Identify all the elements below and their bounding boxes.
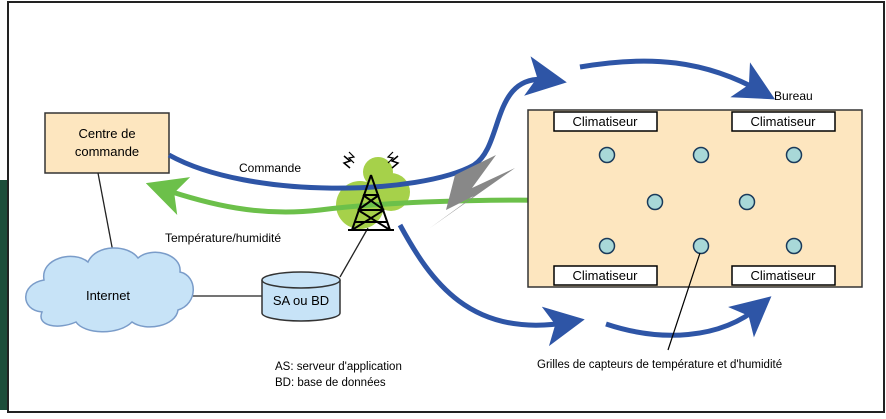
sensor-node [598, 237, 616, 255]
internet-cloud: Internet [25, 247, 194, 333]
air-conditioner-bottom-left: Climatiseur [553, 265, 658, 286]
left-edge-strip [0, 180, 8, 410]
ac-label: Climatiseur [750, 114, 816, 129]
command-arrow-upper-2 [579, 58, 776, 100]
antenna-tower-icon [342, 151, 400, 231]
sensor-node [785, 146, 803, 164]
command-arrow-lower-1 [397, 223, 585, 347]
legend-as: AS: serveur d'application [275, 361, 402, 373]
command-label: Commande [239, 161, 301, 175]
wireless-bolt-icon [430, 155, 515, 228]
sensor-callout-line [667, 252, 701, 351]
control-center-label-1: Centre de [78, 126, 135, 141]
sensor-node [646, 193, 664, 211]
command-arrow [167, 56, 567, 191]
sensor-node [785, 237, 803, 255]
control-center-box: Centre de commande [44, 112, 170, 174]
legend-bd: BD: base de données [275, 377, 386, 389]
office-label: Bureau [774, 89, 813, 103]
ac-label: Climatiseur [572, 114, 638, 129]
air-conditioner-bottom-right: Climatiseur [731, 265, 836, 286]
sensor-grid-caption: Grilles de capteurs de température et d'… [537, 359, 782, 371]
sensor-node [692, 146, 710, 164]
office-box [527, 109, 863, 288]
command-arrow-lower-2 [605, 296, 772, 338]
air-conditioner-top-left: Climatiseur [553, 111, 658, 132]
database-label: SA ou BD [273, 293, 329, 308]
ac-label: Climatiseur [750, 268, 816, 283]
control-center-label-2: commande [75, 144, 139, 159]
internet-label: Internet [86, 288, 130, 303]
ac-label: Climatiseur [572, 268, 638, 283]
sensor-node [738, 193, 756, 211]
sensor-node [692, 237, 710, 255]
sensor-node [598, 146, 616, 164]
temperature-humidity-label: Température/humidité [165, 231, 281, 245]
line-db-to-tower [339, 227, 369, 278]
outer-frame [7, 1, 885, 413]
database-cylinder: SA ou BD [261, 271, 341, 322]
air-conditioner-top-right: Climatiseur [731, 111, 836, 132]
